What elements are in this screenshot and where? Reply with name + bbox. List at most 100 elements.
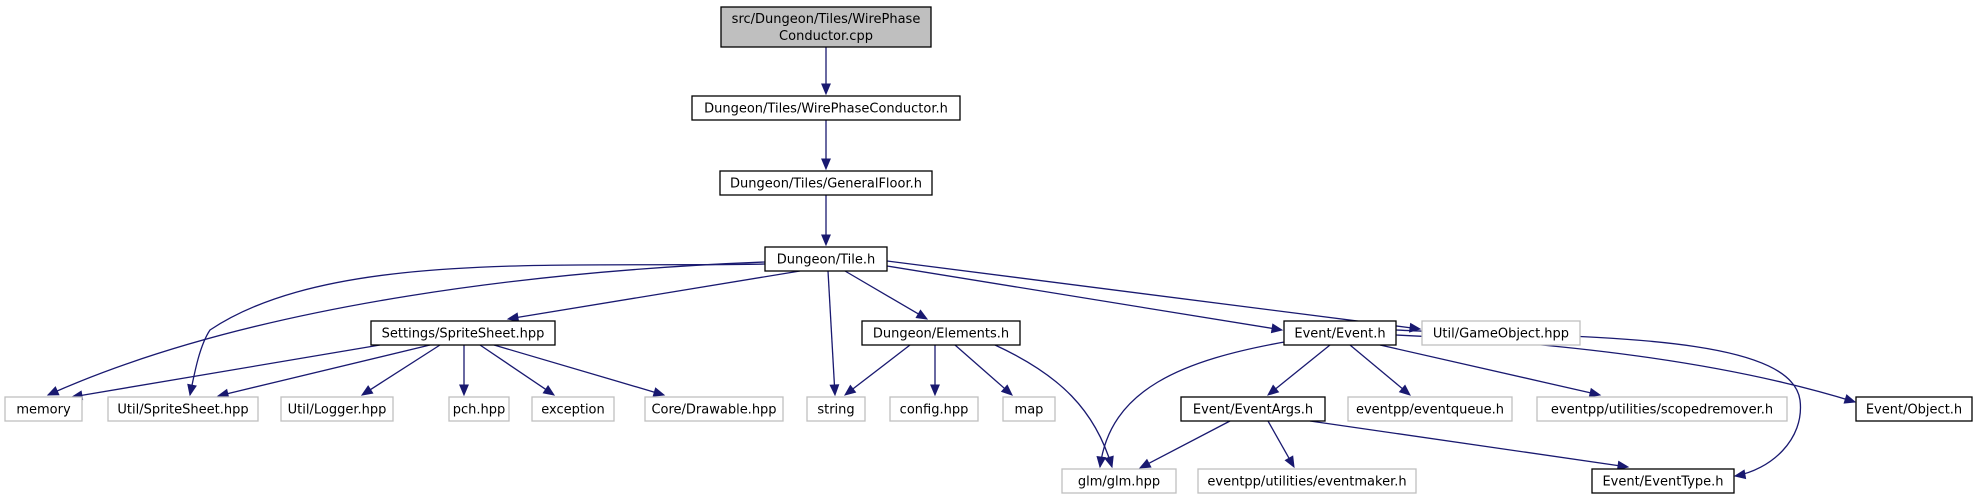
node-box	[1002, 396, 1056, 422]
edge-spritesheet_settings-to-exception	[479, 344, 556, 396]
edge-event-to-scopedremover	[1379, 344, 1602, 398]
node-box	[644, 396, 784, 422]
node-eventargs[interactable]: Event/EventArgs.h	[1180, 396, 1326, 422]
node-box	[1061, 468, 1177, 494]
node-string[interactable]: string	[806, 396, 866, 422]
node-label: Util/GameObject.hpp	[1433, 327, 1569, 342]
edge-line	[47, 261, 766, 396]
edges-layer	[46, 47, 1857, 480]
node-label: map	[1015, 403, 1044, 418]
node-eventqueue[interactable]: eventpp/eventqueue.h	[1347, 396, 1513, 422]
arrowhead	[46, 386, 60, 396]
edge-line	[844, 270, 920, 316]
node-scopedremover[interactable]: eventpp/utilities/scopedremover.h	[1536, 396, 1788, 422]
node-box	[861, 320, 1021, 346]
arrowhead	[930, 384, 940, 397]
node-label: Conductor.cpp	[779, 29, 873, 44]
node-box	[691, 95, 961, 121]
node-gameobject[interactable]: Util/GameObject.hpp	[1421, 320, 1581, 346]
arrowhead	[1398, 384, 1411, 396]
node-util_spritesheet[interactable]: Util/SpriteSheet.hpp	[107, 396, 259, 422]
node-box	[1283, 320, 1397, 346]
node-label: Settings/SpriteSheet.hpp	[382, 327, 545, 342]
edge-eventargs-to-eventtype	[1309, 420, 1630, 471]
node-label: exception	[541, 403, 605, 418]
arrowhead	[1096, 455, 1107, 469]
arrowhead	[506, 312, 520, 323]
arrowhead	[821, 83, 831, 96]
arrowhead	[821, 234, 831, 247]
node-label: Dungeon/Elements.h	[873, 327, 1009, 342]
node-elements[interactable]: Dungeon/Elements.h	[861, 320, 1021, 346]
arrowhead	[829, 384, 840, 397]
edge-elements-to-string	[843, 344, 911, 396]
edge-elements-to-config	[930, 345, 940, 397]
node-box	[280, 396, 394, 422]
node-pch[interactable]: pch.hpp	[448, 396, 510, 422]
node-tile[interactable]: Dungeon/Tile.h	[764, 246, 888, 272]
edge-line	[479, 344, 547, 391]
edge-eventargs-to-eventmaker	[1267, 420, 1295, 469]
edge-tile-to-spritesheet_settings	[506, 270, 801, 323]
arrowhead	[459, 384, 469, 397]
arrowhead	[1270, 323, 1284, 334]
node-logger[interactable]: Util/Logger.hpp	[280, 396, 394, 422]
node-box	[764, 246, 888, 272]
arrowhead	[542, 385, 556, 396]
node-label: eventpp/utilities/eventmaker.h	[1207, 475, 1406, 490]
arrowhead	[1733, 469, 1747, 480]
arrowhead	[1000, 384, 1013, 396]
edge-event-to-eventqueue	[1349, 344, 1411, 396]
node-glm[interactable]: glm/glm.hpp	[1061, 468, 1177, 494]
node-label: Util/SpriteSheet.hpp	[117, 403, 248, 418]
node-label: memory	[16, 403, 71, 418]
node-box	[370, 320, 556, 346]
node-box	[806, 396, 866, 422]
node-eventtype[interactable]: Event/EventType.h	[1591, 468, 1735, 494]
edge-line	[827, 270, 836, 387]
edge-line	[1147, 420, 1231, 465]
node-box	[1347, 396, 1513, 422]
node-eventmaker[interactable]: eventpp/utilities/eventmaker.h	[1197, 468, 1417, 494]
edge-line	[1274, 344, 1331, 390]
nodes-layer: src/Dungeon/Tiles/WirePhaseConductor.cpp…	[4, 6, 1973, 494]
edge-tile-to-event	[886, 265, 1284, 334]
arrowhead	[1266, 384, 1280, 396]
arrowhead	[1284, 455, 1295, 469]
edge-line	[493, 344, 656, 394]
edge-event-to-eventargs	[1266, 344, 1331, 396]
node-label: glm/glm.hpp	[1078, 475, 1160, 490]
node-box	[1180, 396, 1326, 422]
edge-eventargs-to-glm	[1138, 420, 1231, 469]
arrowhead	[1588, 387, 1602, 398]
node-config[interactable]: config.hpp	[889, 396, 979, 422]
edge-spritesheet_settings-to-logger	[360, 344, 441, 396]
node-memory[interactable]: memory	[4, 396, 83, 422]
node-wpc_h[interactable]: Dungeon/Tiles/WirePhaseConductor.h	[691, 95, 961, 121]
node-exception[interactable]: exception	[531, 396, 615, 422]
node-drawable[interactable]: Core/Drawable.hpp	[644, 396, 784, 422]
edge-tile-to-memory	[46, 261, 766, 396]
node-root[interactable]: src/Dungeon/Tiles/WirePhaseConductor.cpp	[720, 6, 932, 48]
node-label: Event/Object.h	[1866, 403, 1962, 418]
node-map[interactable]: map	[1002, 396, 1056, 422]
arrowhead	[360, 385, 374, 396]
node-label: string	[817, 403, 854, 418]
arrowhead	[1104, 455, 1114, 469]
arrowhead	[1843, 394, 1857, 404]
edge-line	[516, 270, 801, 319]
node-event[interactable]: Event/Event.h	[1283, 320, 1397, 346]
edge-line	[1309, 420, 1620, 467]
node-box	[1591, 468, 1735, 494]
node-box	[1197, 468, 1417, 494]
node-spritesheet_settings[interactable]: Settings/SpriteSheet.hpp	[370, 320, 556, 346]
edge-tile-to-elements	[844, 270, 929, 320]
edge-tile-to-string	[827, 270, 840, 397]
edge-line	[226, 344, 431, 395]
edge-event-to-glm	[1096, 340, 1291, 469]
edge-line	[1349, 344, 1404, 390]
node-generalfloor[interactable]: Dungeon/Tiles/GeneralFloor.h	[719, 170, 933, 196]
node-object[interactable]: Event/Object.h	[1855, 396, 1973, 422]
edge-elements-to-glm	[994, 344, 1114, 469]
edge-line	[851, 344, 911, 391]
